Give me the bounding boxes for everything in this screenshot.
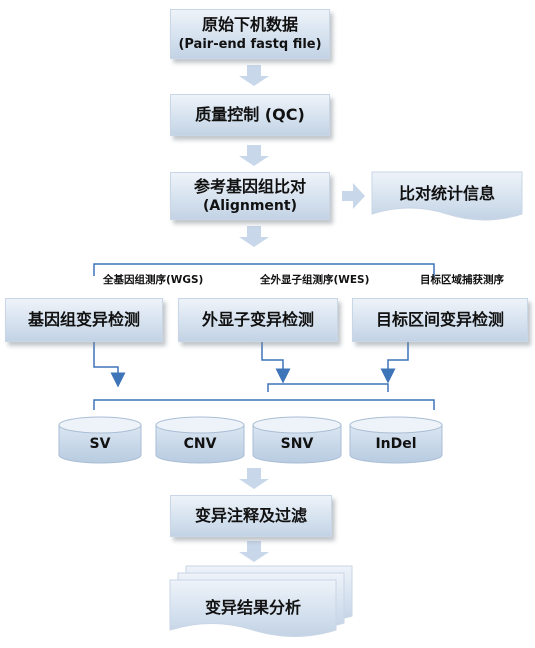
connector-wes (261, 342, 291, 384)
right-arrow-stats (342, 183, 365, 209)
connector-wgs (93, 342, 126, 388)
alignment-box: 参考基因组比对 (Alignment) (170, 172, 330, 220)
branch-bracket (93, 263, 435, 276)
down-arrow-1 (239, 65, 269, 86)
cylinder-cnv: CNV (155, 416, 245, 464)
down-arrow-3 (239, 226, 269, 247)
alignment-subtitle: (Alignment) (203, 198, 297, 215)
down-arrow-4 (239, 468, 269, 489)
alignment-stats-title: 比对统计信息 (398, 184, 495, 203)
cylinder-indel: InDel (349, 416, 443, 464)
cylinder-sv: SV (58, 416, 142, 464)
variant-label-sv: SV (90, 436, 111, 452)
variants-bracket (93, 399, 435, 410)
stats-document-shape (371, 171, 523, 221)
wes-detection-title: 外显子变异检测 (201, 310, 314, 330)
annotation-box: 变异注释及过滤 (170, 495, 332, 537)
analysis-label: 变异结果分析 (170, 590, 336, 622)
qc-title: 质量控制 (QC) (195, 105, 305, 125)
down-arrow-2 (239, 145, 269, 166)
qc-box: 质量控制 (QC) (170, 94, 330, 136)
wes-detection-box: 外显子变异检测 (178, 298, 338, 342)
raw-data-subtitle: (Pair-end fastq file) (178, 37, 322, 53)
cylinder-snv: SNV (252, 416, 342, 464)
analysis-title: 变异结果分析 (204, 598, 301, 617)
wgs-detection-title: 基因组变异检测 (27, 310, 140, 330)
variant-label-snv: SNV (281, 436, 314, 452)
variant-label-indel: InDel (375, 436, 416, 452)
branch-label-wgs: 全基因组测序(WGS) (103, 274, 204, 286)
annotation-title: 变异注释及过滤 (194, 506, 307, 526)
connector-target (380, 342, 409, 384)
target-detection-title: 目标区间变异检测 (375, 310, 504, 330)
branch-label-wes: 全外显子组测序(WES) (260, 274, 370, 286)
alignment-stats-label: 比对统计信息 (372, 176, 522, 208)
raw-data-box: 原始下机数据 (Pair-end fastq file) (170, 9, 330, 59)
wgs-detection-box: 基因组变异检测 (5, 298, 163, 342)
connector-merge (267, 383, 389, 392)
variant-label-cnv: CNV (184, 436, 217, 452)
stacked-documents (169, 565, 353, 637)
alignment-title: 参考基因组比对 (193, 176, 306, 196)
down-arrow-5 (239, 541, 269, 562)
branch-label-target: 目标区域捕获测序 (420, 274, 504, 286)
target-detection-box: 目标区间变异检测 (352, 298, 528, 342)
raw-data-title: 原始下机数据 (201, 15, 298, 35)
